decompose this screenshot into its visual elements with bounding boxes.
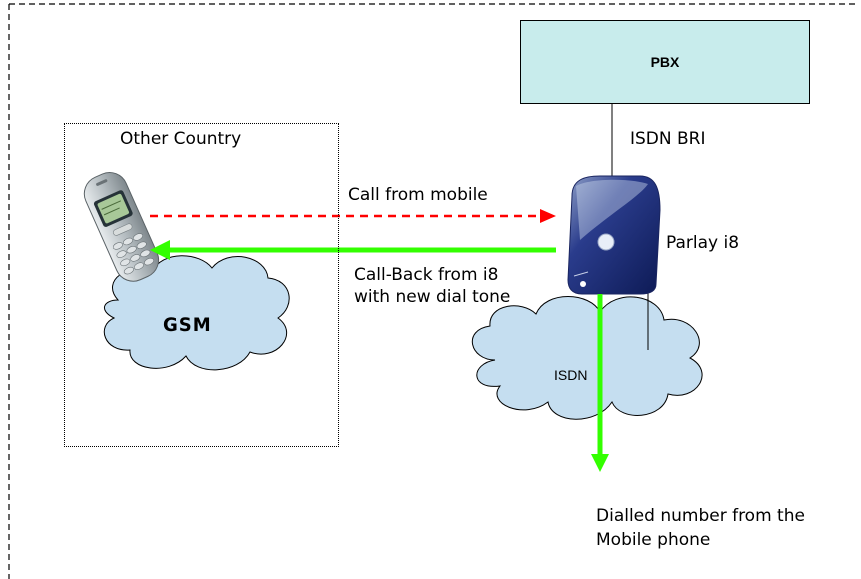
callback-label-line2: with new dial tone <box>354 287 511 307</box>
dialled-number-label-line2: Mobile phone <box>596 530 711 550</box>
mobile-phone-icon <box>83 171 160 282</box>
other-country-region <box>64 123 339 447</box>
gsm-label: GSM <box>163 314 212 336</box>
pbx-node: PBX <box>520 20 810 104</box>
parlay-device <box>567 175 661 295</box>
isdn-label: ISDN <box>554 367 588 383</box>
call-from-mobile-arrowhead <box>540 209 556 223</box>
dialled-number-label-line1: Dialled number from the <box>596 506 805 526</box>
callback-label-line1: Call-Back from i8 <box>354 265 499 285</box>
callback-arrowhead <box>150 240 170 260</box>
isdn-bri-label: ISDN BRI <box>630 129 706 149</box>
other-country-label: Other Country <box>120 129 242 149</box>
dialled-number-arrowhead <box>591 454 609 472</box>
isdn-cloud <box>471 296 703 420</box>
parlay-i8-label: Parlay i8 <box>666 233 740 253</box>
pbx-label: PBX <box>650 54 680 70</box>
gsm-cloud <box>103 255 290 371</box>
call-from-mobile-label: Call from mobile <box>348 185 488 205</box>
